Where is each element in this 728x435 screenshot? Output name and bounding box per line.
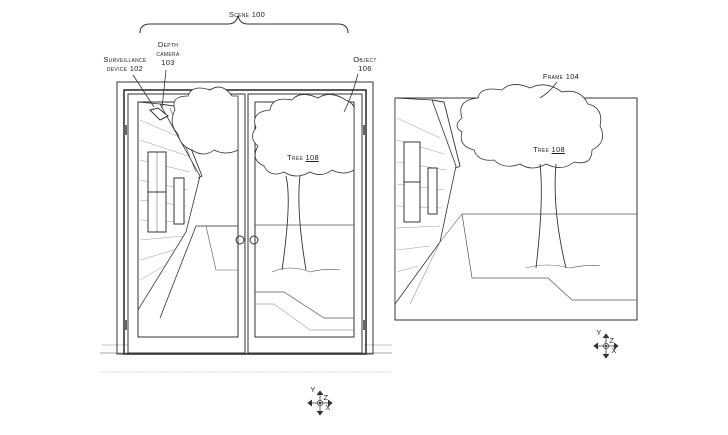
depth-camera-label: Depth camera 103 — [148, 40, 188, 67]
tree-right-ref: 108 — [551, 145, 565, 154]
scene-label: Scene 100 — [222, 10, 272, 19]
surveillance-line2: device 102 — [106, 64, 144, 73]
leader-surveillance — [132, 74, 155, 108]
tree-left-text: Tree — [287, 153, 304, 162]
axis-right-z: Z — [609, 336, 615, 345]
door-scene — [100, 81, 392, 373]
axis-bottom-z: Z — [323, 393, 329, 402]
frame-view — [394, 84, 638, 321]
scene-label-ref: 100 — [251, 10, 266, 19]
surveillance-device-label: Surveillance device 102 — [90, 55, 160, 73]
tree-right-text: Tree — [533, 145, 550, 154]
frame-label-text: Frame 104 — [542, 72, 580, 81]
depth-line1: Depth — [157, 40, 179, 49]
axis-bottom-x: X — [325, 403, 331, 412]
tree-left-ref: 108 — [305, 153, 319, 162]
axis-bottom-y: Y — [310, 385, 316, 394]
axis-marker-bottom — [307, 390, 333, 416]
axis-right-x: X — [611, 346, 617, 355]
object-line1: Object — [353, 55, 377, 64]
surveillance-line1: Surveillance — [103, 55, 147, 64]
tree-label-right: Tree 108 — [524, 145, 574, 154]
object-label: Object 106 — [345, 55, 385, 73]
leader-depth — [161, 69, 167, 109]
frame-label: Frame 104 — [536, 72, 586, 81]
scene-bracket — [139, 15, 349, 34]
leader-object — [343, 73, 359, 113]
object-line2: 106 — [358, 64, 372, 73]
depth-line2: camera — [156, 49, 180, 58]
leader-frame — [539, 81, 558, 99]
depth-line3: 103 — [161, 58, 175, 67]
scene-label-text: Scene — [228, 10, 250, 19]
axis-right-y: Y — [596, 328, 602, 337]
tree-label-left: Tree 108 — [278, 153, 328, 162]
axis-marker-right — [593, 333, 619, 359]
